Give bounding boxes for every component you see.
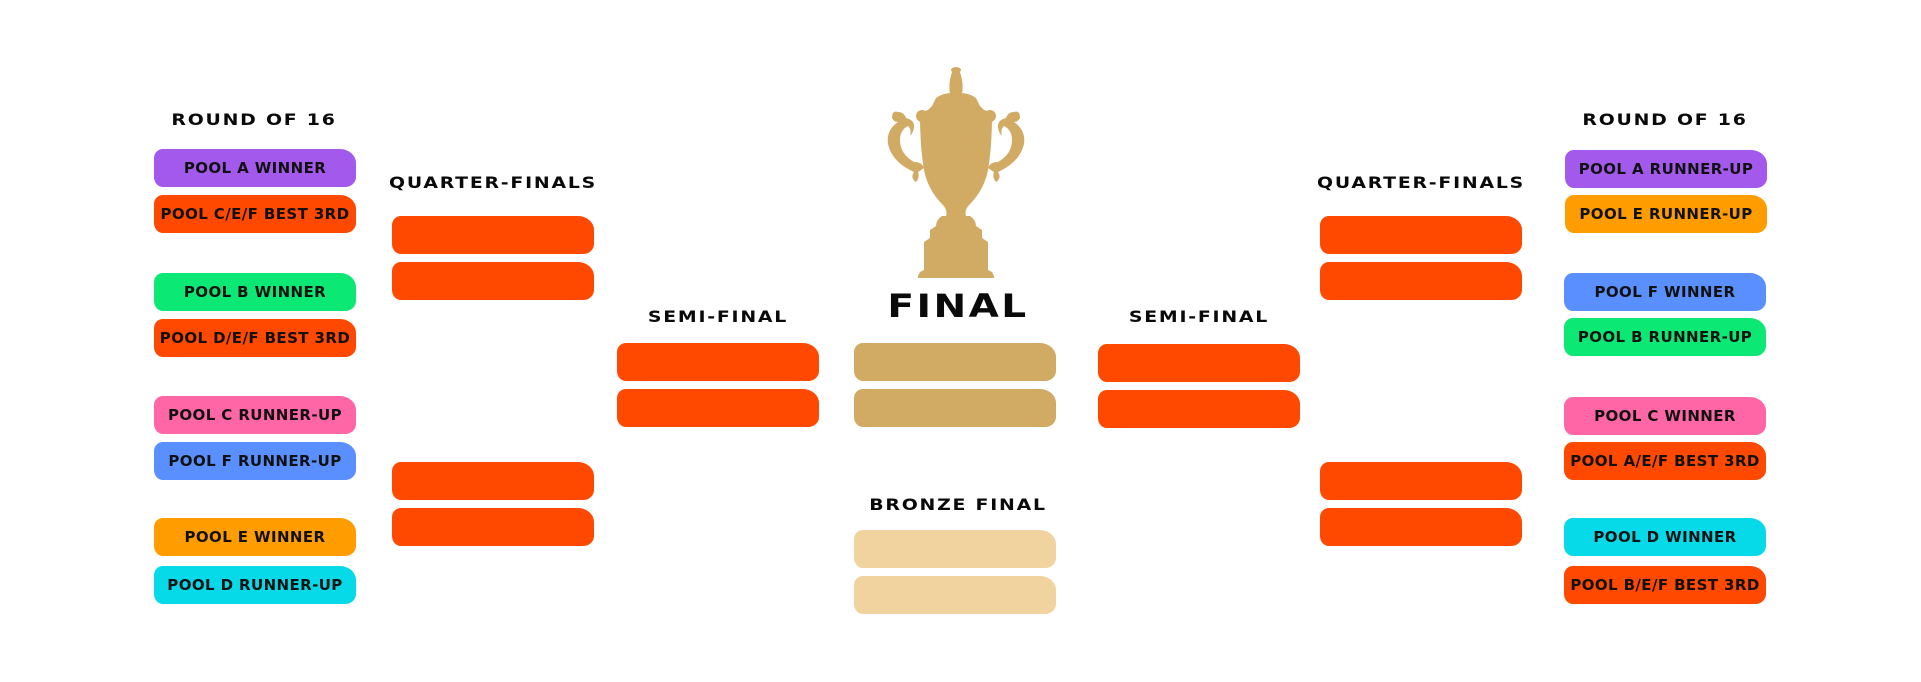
right-r16-slot-pool-aef-best-3rd[interactable]: POOL A/E/F BEST 3RD [1564, 442, 1766, 480]
right-r16-slot-pool-bef-best-3rd[interactable]: POOL B/E/F BEST 3RD [1564, 566, 1766, 604]
left-r16-slot-pool-f-runner-up[interactable]: POOL F RUNNER-UP [154, 442, 356, 480]
final-slot-2[interactable] [854, 389, 1056, 427]
bronze-final-title: BRONZE FINAL [869, 495, 1047, 514]
right-r16-slot-pool-d-winner[interactable]: POOL D WINNER [1564, 518, 1766, 556]
left-qf-slot-1[interactable] [392, 216, 594, 254]
bronze-final-slot-1[interactable] [854, 530, 1056, 568]
right-qf-slot-2[interactable] [1320, 262, 1522, 300]
right-semi-final-title: SEMI-FINAL [1128, 307, 1270, 326]
right-sf-slot-2[interactable] [1098, 390, 1300, 428]
right-round-of-16-title: ROUND OF 16 [1582, 110, 1748, 129]
final-title: FINAL [887, 287, 1029, 325]
right-r16-slot-pool-b-runner-up[interactable]: POOL B RUNNER-UP [1564, 318, 1766, 356]
left-semi-final-title: SEMI-FINAL [647, 307, 789, 326]
final-slot-1[interactable] [854, 343, 1056, 381]
right-r16-slot-pool-f-winner[interactable]: POOL F WINNER [1564, 273, 1766, 311]
left-qf-slot-2[interactable] [392, 262, 594, 300]
right-qf-slot-1[interactable] [1320, 216, 1522, 254]
left-r16-slot-pool-b-winner[interactable]: POOL B WINNER [154, 273, 356, 311]
left-round-of-16-title: ROUND OF 16 [171, 110, 337, 129]
left-quarter-finals-title: QUARTER-FINALS [389, 173, 597, 192]
right-r16-slot-pool-c-winner[interactable]: POOL C WINNER [1564, 397, 1766, 435]
left-sf-slot-2[interactable] [617, 389, 819, 427]
right-qf-slot-3[interactable] [1320, 462, 1522, 500]
left-r16-slot-pool-cef-best-3rd[interactable]: POOL C/E/F BEST 3RD [154, 195, 356, 233]
left-r16-slot-pool-c-runner-up[interactable]: POOL C RUNNER-UP [154, 396, 356, 434]
trophy-icon [887, 67, 1025, 278]
left-r16-slot-pool-e-winner[interactable]: POOL E WINNER [154, 518, 356, 556]
bronze-final-slot-2[interactable] [854, 576, 1056, 614]
left-r16-slot-pool-d-runner-up[interactable]: POOL D RUNNER-UP [154, 566, 356, 604]
right-sf-slot-1[interactable] [1098, 344, 1300, 382]
left-r16-slot-pool-def-best-3rd[interactable]: POOL D/E/F BEST 3RD [154, 319, 356, 357]
right-r16-slot-pool-e-runner-up[interactable]: POOL E RUNNER-UP [1565, 195, 1767, 233]
left-r16-slot-pool-a-winner[interactable]: POOL A WINNER [154, 149, 356, 187]
right-quarter-finals-title: QUARTER-FINALS [1317, 173, 1525, 192]
right-qf-slot-4[interactable] [1320, 508, 1522, 546]
right-r16-slot-pool-a-runner-up[interactable]: POOL A RUNNER-UP [1565, 150, 1767, 188]
left-qf-slot-4[interactable] [392, 508, 594, 546]
left-sf-slot-1[interactable] [617, 343, 819, 381]
left-qf-slot-3[interactable] [392, 462, 594, 500]
